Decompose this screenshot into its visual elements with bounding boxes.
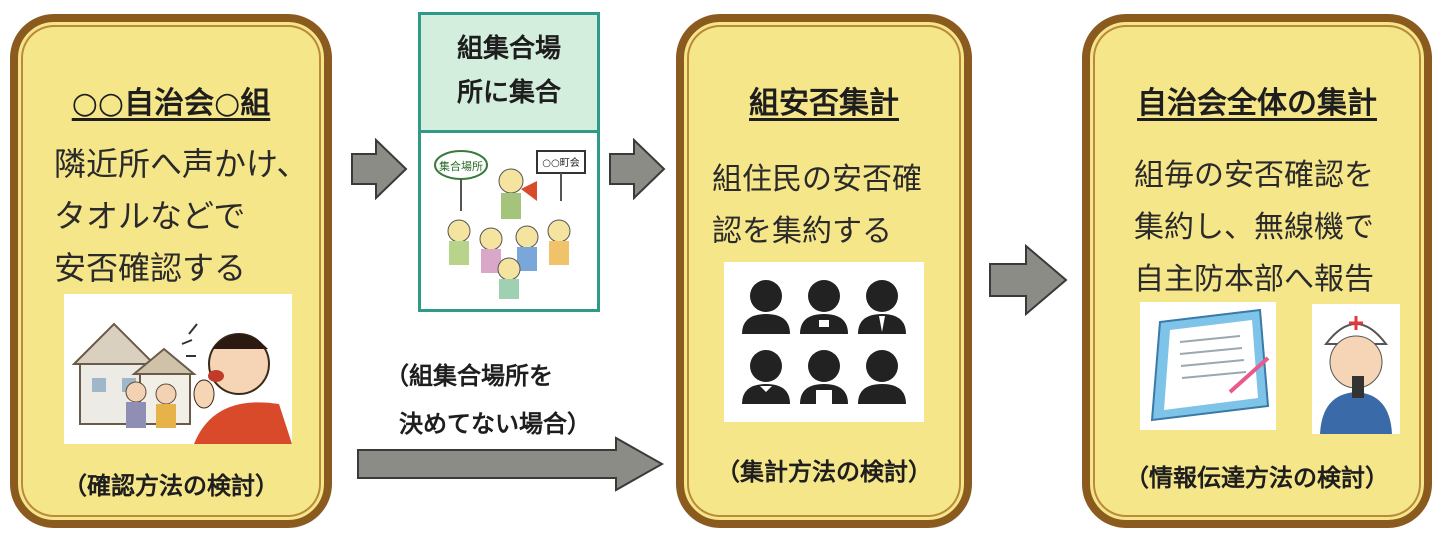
step2-text-line: 認を集約する (712, 214, 892, 249)
step2-panel: 組安否集計 組住民の安否確 認を集約する （集計方法の検討） (676, 14, 972, 528)
step3-panel: 自治会全体の集計 組毎の安否確認を 集約し、無線機で 自主防本部へ報告 （情報伝… (1082, 14, 1432, 528)
step1-text-line: タオルなどで (54, 197, 246, 235)
alternative-note-line: （組集合場所を (385, 362, 553, 390)
radio-operator-illustration (1312, 304, 1400, 434)
step1-title: ○○自治会○組 (71, 86, 271, 121)
neighbor-call-illustration (64, 294, 292, 444)
step2-title: 組安否集計 (749, 86, 899, 121)
step3-text-line: 自主防本部へ報告 (1134, 262, 1374, 297)
step2-text: 組住民の安否確 認を集約する (684, 154, 964, 258)
gathering-box: 組集合場 所に集合 集合場所 ○○町会 (418, 12, 600, 312)
gathering-illustration: 集合場所 ○○町会 (429, 141, 591, 301)
step1-text-line: 隣近所へ声かけ、 (54, 145, 309, 183)
step1-panel: ○○自治会○組 隣近所へ声かけ、 タオルなどで 安否確認する （確認方法の検討） (10, 14, 332, 528)
gathering-header-line: 所に集合 (456, 78, 561, 108)
arrow-to-step2 (609, 138, 666, 200)
alternative-note-line: 決めてない場合） (399, 410, 591, 438)
step1-text-line: 安否確認する (54, 249, 247, 287)
gathering-header: 組集合場 所に集合 (421, 15, 597, 133)
step3-text: 組毎の安否確認を 集約し、無線機で 自主防本部へ報告 (1090, 150, 1424, 306)
step3-text-line: 集約し、無線機で (1134, 210, 1374, 245)
arrow-to-step3 (989, 244, 1068, 316)
step3-text-line: 組毎の安否確認を (1134, 158, 1374, 193)
step3-caption: （情報伝達方法の検討） (1125, 464, 1389, 492)
step2-caption: （集計方法の検討） (716, 458, 932, 486)
report-clipboard-illustration (1140, 302, 1276, 430)
gathering-header-line: 組集合場 (456, 34, 561, 64)
step1-text: 隣近所へ声かけ、 タオルなどで 安否確認する (18, 138, 324, 294)
people-silhouettes-icon (724, 262, 924, 422)
step2-text-line: 組住民の安否確 (712, 162, 922, 197)
gathering-sign-right: ○○町会 (542, 156, 579, 169)
alternative-note: （組集合場所を 決めてない場合） (385, 352, 625, 448)
gathering-sign-left: 集合場所 (439, 159, 483, 173)
arrow-direct-to-step2 (357, 436, 665, 492)
step1-caption: （確認方法の検討） (63, 472, 279, 500)
step3-title: 自治会全体の集計 (1137, 86, 1377, 121)
arrow-to-gathering (351, 138, 408, 200)
